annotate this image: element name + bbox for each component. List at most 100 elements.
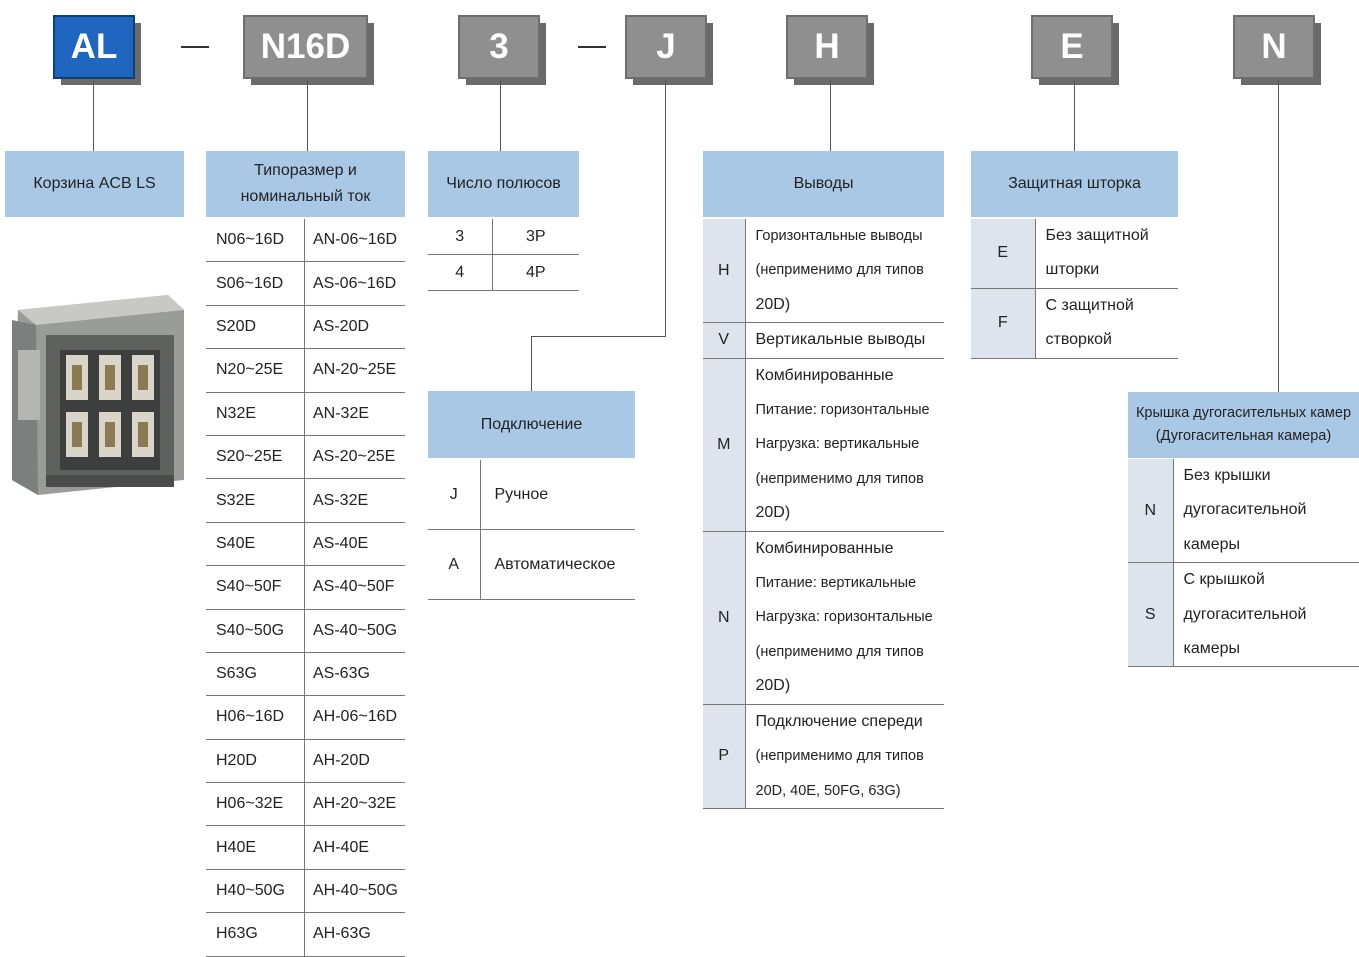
model-cell: AS-32E <box>305 479 406 522</box>
model-cell: AN-32E <box>305 392 406 435</box>
value-line: 20D, 40E, 50FG, 63G) <box>756 774 945 808</box>
connector-line <box>1278 80 1279 392</box>
key-cell: S <box>1128 563 1173 667</box>
poles-header: Число полюсов <box>428 151 579 217</box>
key-cell: E <box>971 219 1035 288</box>
key-cell: P <box>703 704 745 808</box>
model-cell: AS-40~50F <box>305 566 406 609</box>
size-code-cell: S40E <box>206 522 305 565</box>
value-line: (неприменимо для типов <box>756 739 945 773</box>
key-cell: J <box>428 460 480 530</box>
model-cell: AS-40~50G <box>305 609 406 652</box>
basket-header: Корзина ACB LS <box>5 151 184 217</box>
value-line: Нагрузка: горизонтальные <box>756 600 945 634</box>
key-cell: V <box>703 323 745 358</box>
connection-header: Подключение <box>428 391 635 458</box>
value-cell: 3P <box>492 219 579 255</box>
value-line: дугогасительной <box>1184 493 1359 527</box>
value-line: 20D) <box>756 496 945 530</box>
size-code-cell: H40~50G <box>206 869 305 912</box>
connector-line <box>307 80 308 151</box>
value-cell: Ручное <box>480 460 635 530</box>
model-cell: AN-06~16D <box>305 219 406 262</box>
connector-line <box>531 336 666 337</box>
key-cell: M <box>703 358 745 531</box>
size-code-cell: S32E <box>206 479 305 522</box>
model-cell: AS-40E <box>305 522 406 565</box>
size-code-cell: S40~50G <box>206 609 305 652</box>
size-header: Типоразмер и номинальный ток <box>206 151 405 217</box>
value-line: Горизонтальные выводы <box>756 219 945 253</box>
value-cell: 4P <box>492 255 579 291</box>
value-line: (неприменимо для типов <box>756 635 945 669</box>
value-line: дугогасительной <box>1184 598 1359 632</box>
size-code-cell: S40~50F <box>206 566 305 609</box>
arc-cover-header: Крышка дугогасительных камер (Дугогасите… <box>1128 392 1359 458</box>
connector-line <box>531 336 532 391</box>
table-row: V Вертикальные выводы <box>703 323 944 358</box>
size-code-cell: H63G <box>206 913 305 956</box>
key-cell: N <box>1128 459 1173 563</box>
value-line: Без крышки <box>1184 459 1359 493</box>
key-cell: N <box>703 531 745 704</box>
acb-basket-photo <box>8 290 186 495</box>
model-cell: AH-20~32E <box>305 783 406 826</box>
code-terminals: H <box>786 15 868 79</box>
size-code-cell: H20D <box>206 739 305 782</box>
dash-separator <box>578 46 606 48</box>
value-line: Питание: вертикальные <box>756 566 945 600</box>
connector-line <box>665 80 666 337</box>
size-code-cell: S06~16D <box>206 262 305 305</box>
connector-line <box>1074 80 1075 151</box>
code-poles: 3 <box>458 15 540 79</box>
value-line: (неприменимо для типов <box>756 253 945 287</box>
value-cell: Автоматическое <box>480 530 635 600</box>
code-arc-cover: N <box>1233 15 1315 79</box>
code-shutter: E <box>1031 15 1113 79</box>
size-code-cell: N20~25E <box>206 349 305 392</box>
value-cell: Подключение спереди(неприменимо для типо… <box>745 704 944 808</box>
model-cell: AN-20~25E <box>305 349 406 392</box>
value-line: Вертикальные выводы <box>756 323 945 357</box>
value-cell: Горизонтальные выводы(неприменимо для ти… <box>745 219 944 323</box>
code-al: AL <box>53 15 135 79</box>
value-line: 20D) <box>756 669 945 703</box>
model-cell: AH-40~50G <box>305 869 406 912</box>
value-line: Нагрузка: вертикальные <box>756 427 945 461</box>
key-cell: 4 <box>428 255 492 291</box>
value-line: шторки <box>1046 253 1179 287</box>
model-cell: AS-20D <box>305 305 406 348</box>
value-line: Комбинированные <box>756 532 945 566</box>
value-cell: Вертикальные выводы <box>745 323 944 358</box>
value-line: камеры <box>1184 528 1359 562</box>
connector-line <box>500 80 501 151</box>
model-cell: AH-06~16D <box>305 696 406 739</box>
value-line: С крышкой <box>1184 563 1359 597</box>
